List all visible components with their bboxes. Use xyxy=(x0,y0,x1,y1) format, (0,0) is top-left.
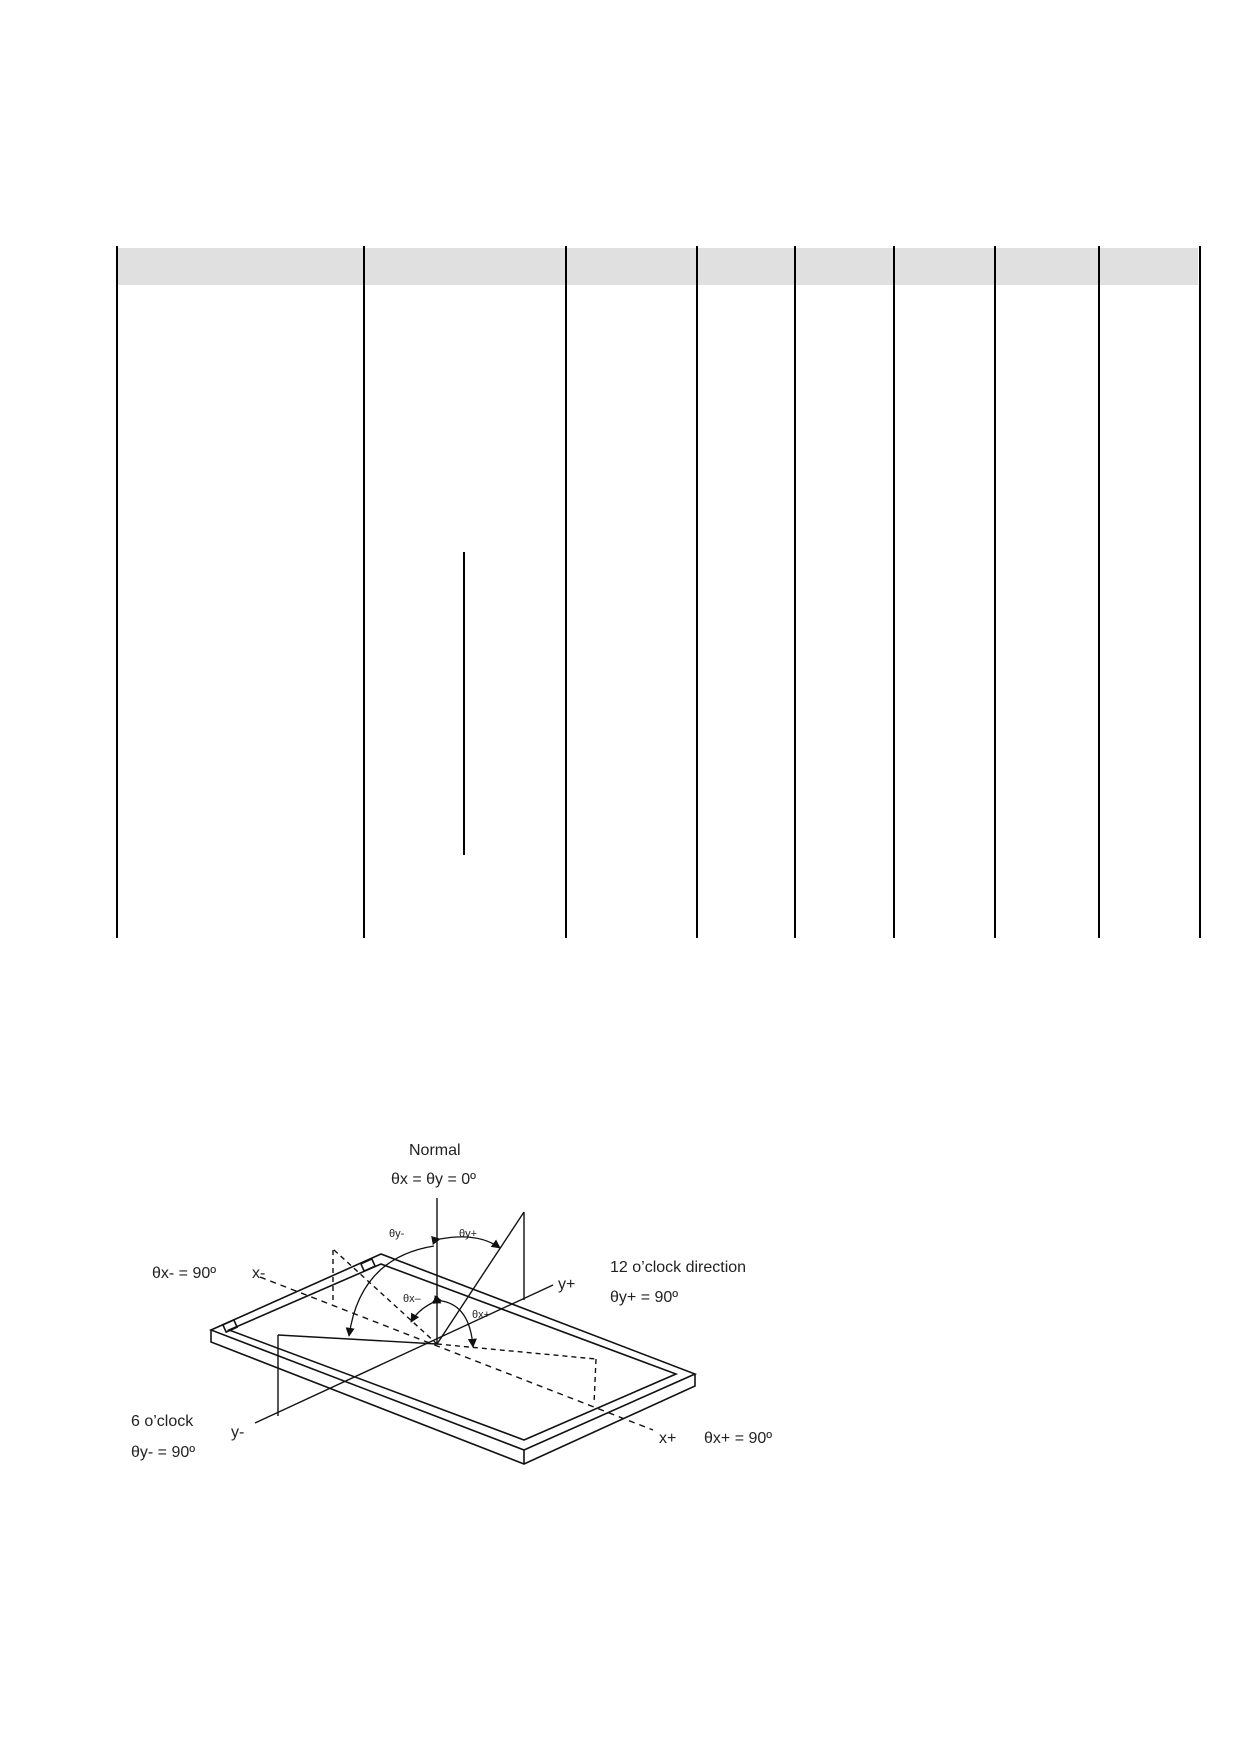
theta-x-minus-equation-label: θx- = 90º xyxy=(152,1265,216,1282)
y-plus-label: y+ xyxy=(558,1276,575,1293)
x-plus-label: x+ xyxy=(659,1430,676,1447)
theta-y-plus-label: θy+ xyxy=(459,1228,477,1240)
y-minus-label: y- xyxy=(231,1424,244,1441)
lcd-panel xyxy=(208,1253,698,1465)
theta-x-plus-equation-label: θx+ = 90º xyxy=(704,1430,772,1447)
theta-x-plus-arc xyxy=(433,1295,477,1348)
twelve-oclock-label: 12 o’clock direction xyxy=(610,1259,746,1276)
theta-y-plus-equation-label: θy+ = 90º xyxy=(610,1289,678,1306)
theta-x-plus-label: θx+ xyxy=(472,1309,490,1321)
viewing-angle-diagram: Normal θx = θy = 0º θy- θy+ θx- = 90º x-… xyxy=(131,1142,772,1465)
theta-y-minus-arc xyxy=(345,1245,435,1337)
normal-equation-label: θx = θy = 0º xyxy=(391,1171,476,1188)
theta-y-plus-arc xyxy=(431,1236,501,1249)
theta-x-minus-label: θx– xyxy=(403,1293,422,1305)
spec-table xyxy=(116,246,1201,938)
theta-y-minus-label: θy- xyxy=(389,1228,405,1240)
x-axis xyxy=(259,1276,654,1431)
theta-y-minus-equation-label: θy- = 90º xyxy=(131,1444,195,1461)
normal-label: Normal xyxy=(409,1142,461,1159)
six-oclock-label: 6 o’clock xyxy=(131,1413,194,1430)
x-minus-label: x- xyxy=(252,1265,265,1282)
table-header-row xyxy=(118,248,1198,285)
angle-arcs xyxy=(345,1236,501,1348)
theta-x-minus-arc xyxy=(410,1295,442,1323)
y-axis xyxy=(254,1284,554,1424)
